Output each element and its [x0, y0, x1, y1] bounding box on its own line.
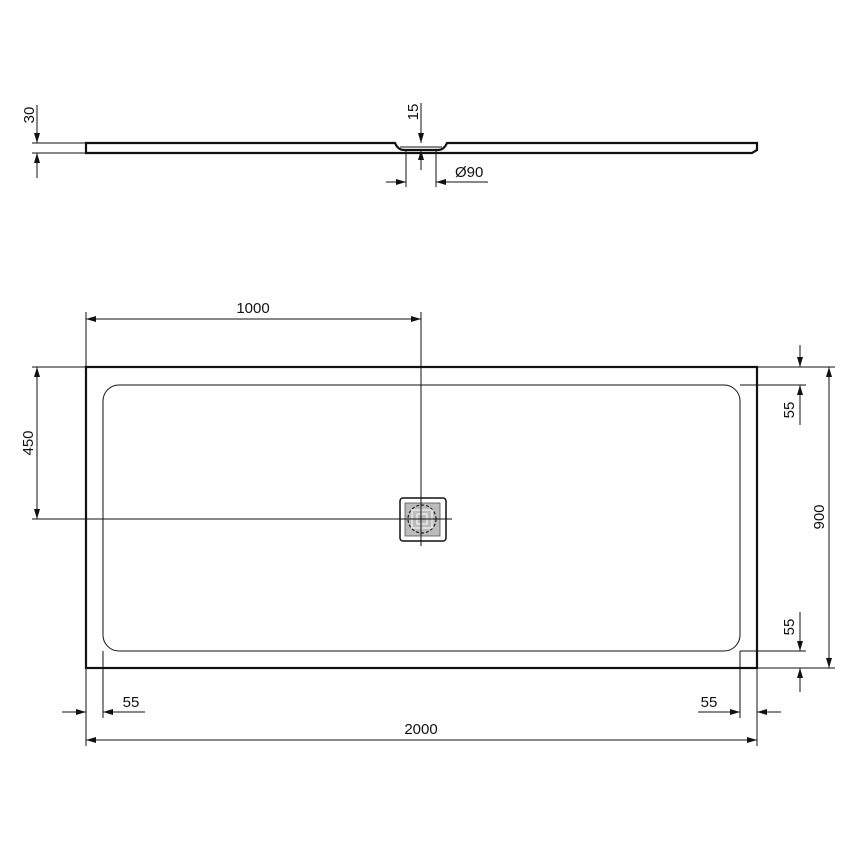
profile-view: 30 15 Ø90 [21, 103, 759, 187]
dim-length: 2000 [404, 721, 437, 738]
dim-width: 900 [811, 504, 828, 529]
dim-rim-right: 55 [701, 694, 718, 711]
dim-drain-depth: 15 [405, 104, 422, 121]
dim-rim-top: 55 [781, 402, 798, 419]
dim-drain-diameter: Ø90 [455, 164, 483, 181]
dim-thickness: 30 [21, 107, 38, 124]
dim-rim-left: 55 [123, 694, 140, 711]
dim-drain-offset-y: 450 [20, 430, 37, 455]
tray-profile [84, 141, 759, 155]
plan-view: 1000 450 900 55 55 55 55 [20, 300, 835, 746]
dim-drain-offset-x: 1000 [236, 300, 269, 317]
dim-rim-bottom: 55 [781, 619, 798, 636]
